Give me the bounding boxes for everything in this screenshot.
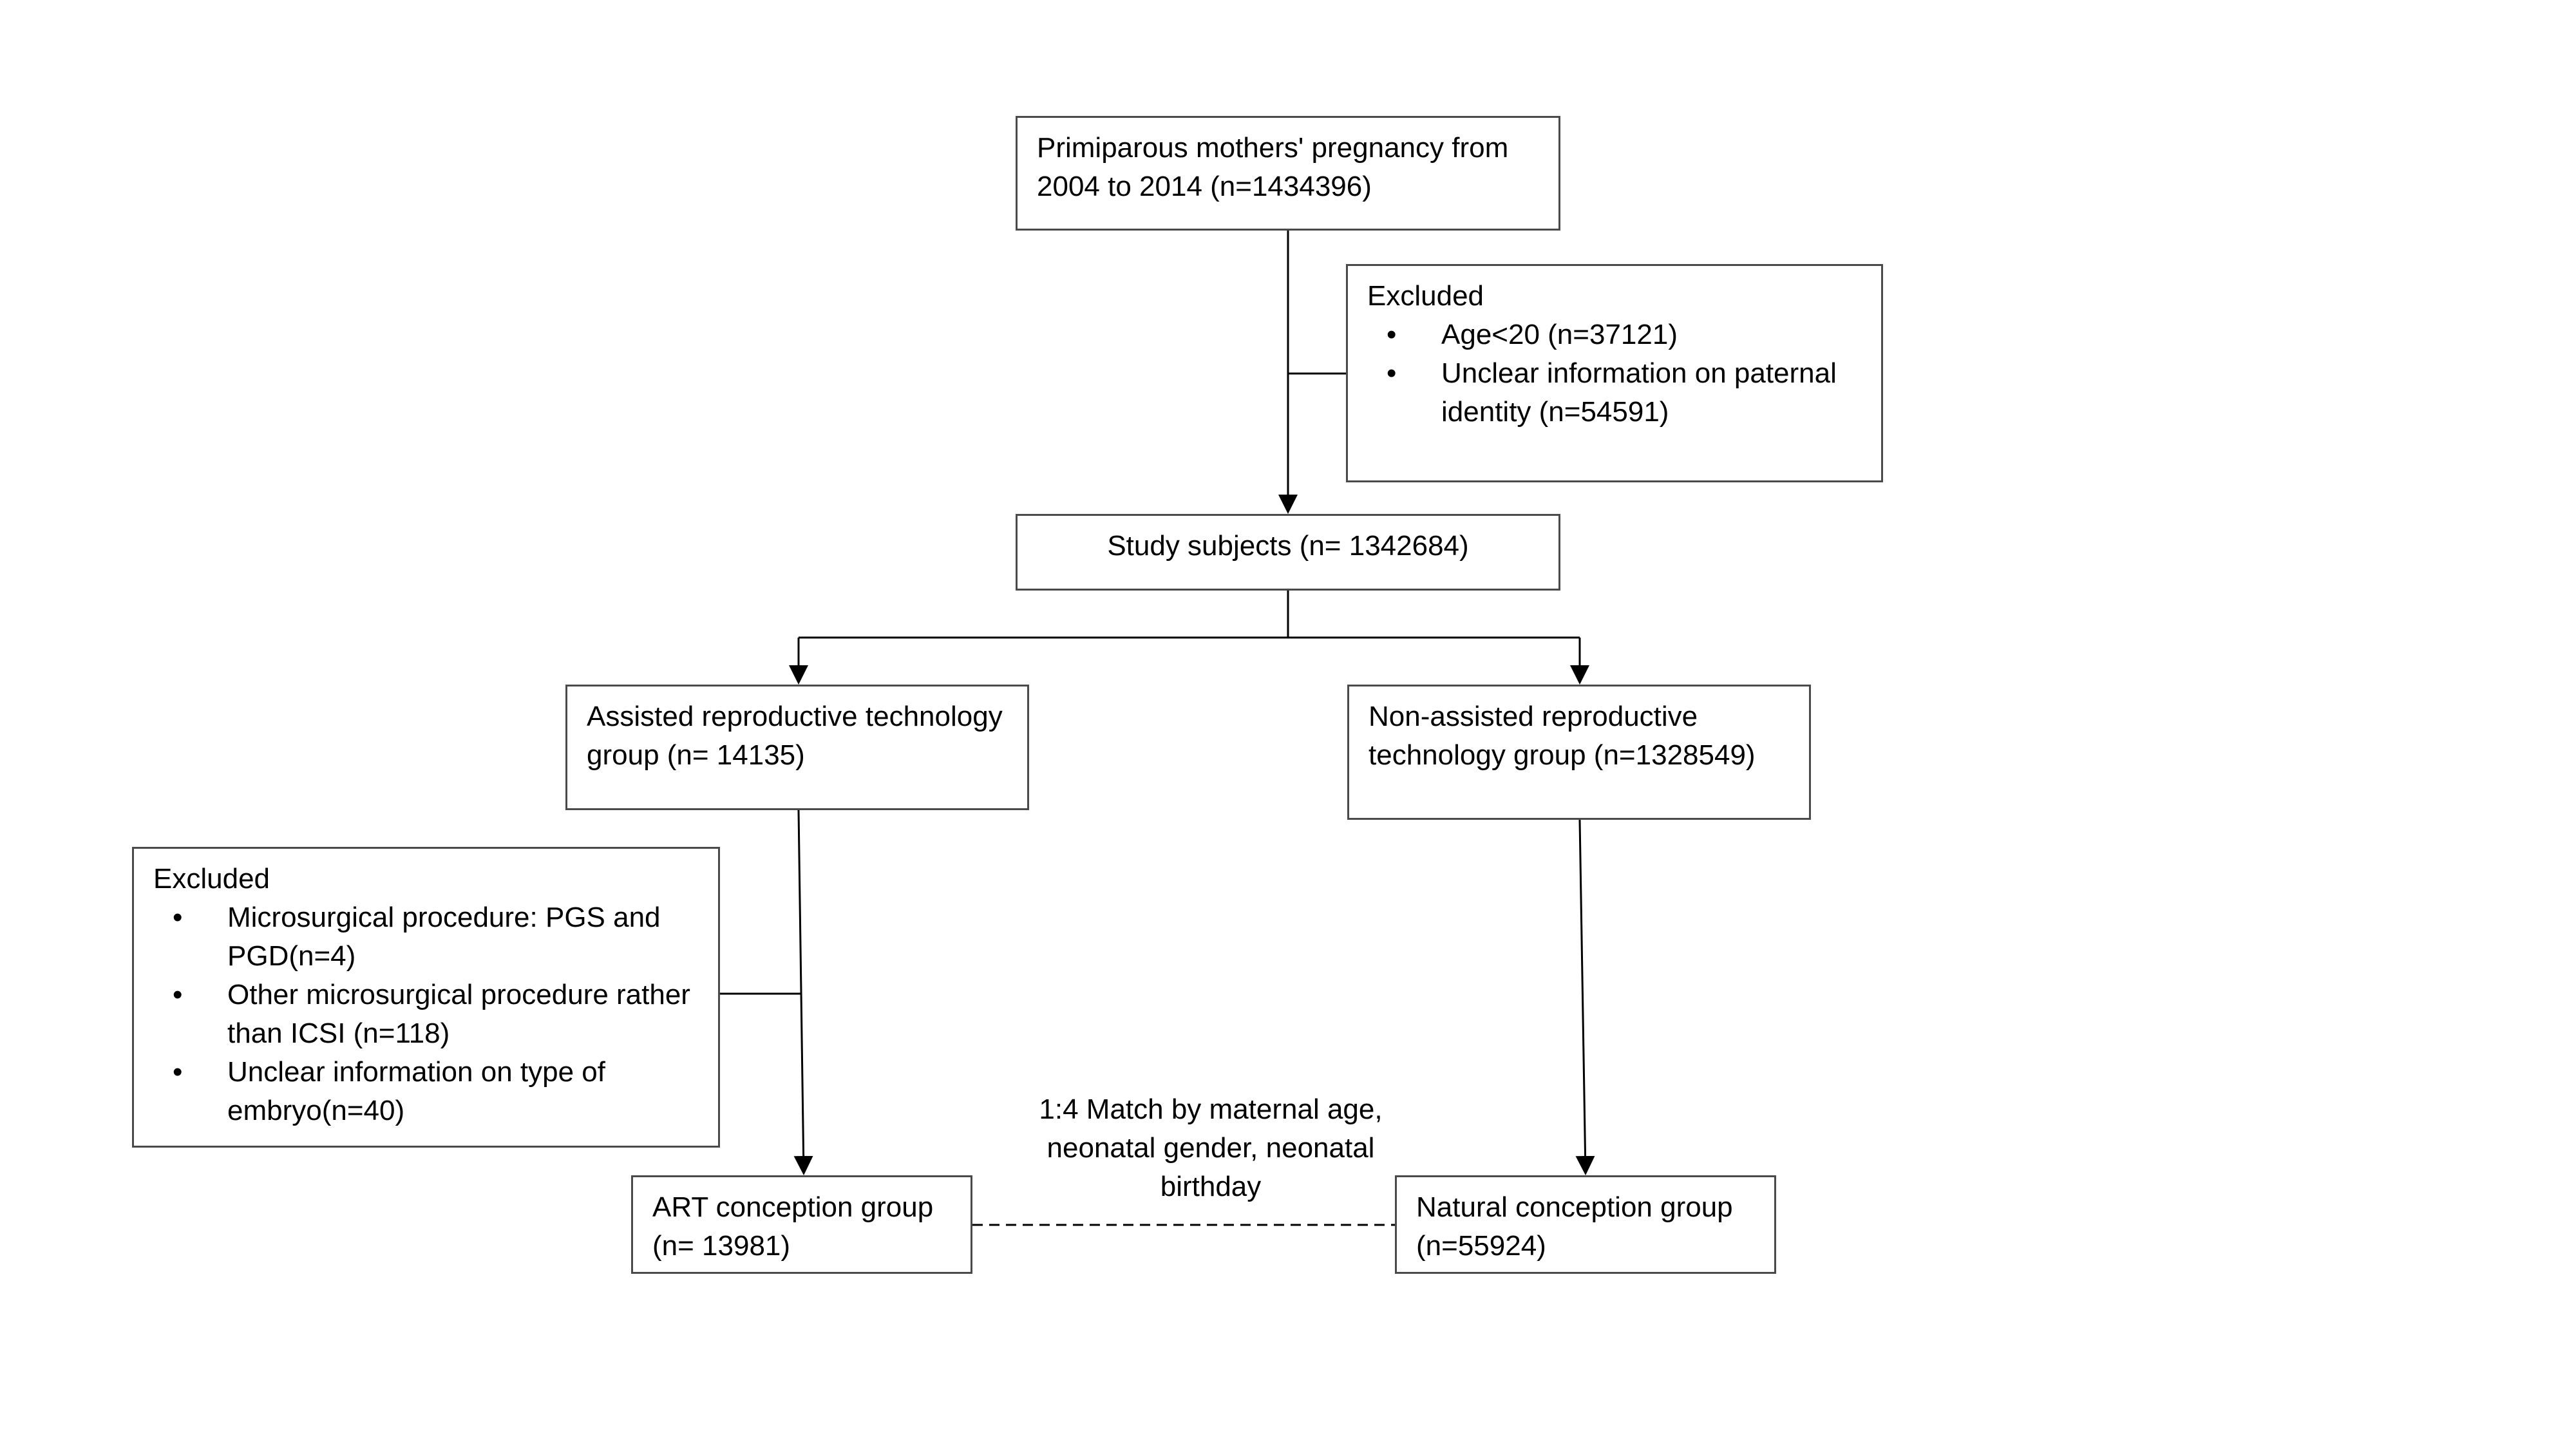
exclusion-1-title: Excluded (1367, 280, 1484, 312)
exclusion-box-1: Excluded Age<20 (n=37121) Unclear inform… (1346, 264, 1883, 482)
arrow-non-art-to-natural (1575, 819, 1595, 1175)
exclusion-2-title: Excluded (153, 863, 270, 895)
art-conception-box: ART conception group (n= 13981) (631, 1175, 972, 1274)
top-population-text: Primiparous mothers' pregnancy from 2004… (1037, 132, 1509, 202)
art-group-text: Assisted reproductive technology group (… (587, 701, 1003, 771)
exclusion-1-item: Unclear information on paternal identity… (1367, 354, 1862, 431)
exclusion-2-item: Microsurgical procedure: PGS and PGD(n=4… (153, 898, 699, 976)
match-label: 1:4 Match by maternal age, neonatal gend… (1039, 1094, 1383, 1202)
top-population-box: Primiparous mothers' pregnancy from 2004… (1016, 116, 1560, 231)
non-art-group-text: Non-assisted reproductive technology gro… (1368, 701, 1756, 771)
exclusion-1-item: Age<20 (n=37121) (1367, 316, 1862, 354)
exclusion-2-item: Unclear information on type of embryo(n=… (153, 1053, 699, 1130)
study-subjects-text: Study subjects (n= 1342684) (1107, 530, 1469, 562)
non-art-group-box: Non-assisted reproductive technology gro… (1347, 685, 1811, 820)
natural-conception-text: Natural conception group (n=55924) (1416, 1191, 1733, 1262)
art-conception-text: ART conception group (n= 13981) (652, 1191, 934, 1262)
exclusion-2-item: Other microsurgical procedure rather tha… (153, 976, 699, 1053)
arrow-art-to-conception (793, 810, 813, 1175)
exclusion-box-2: Excluded Microsurgical procedure: PGS an… (132, 847, 720, 1148)
art-group-box: Assisted reproductive technology group (… (565, 685, 1029, 810)
study-subjects-box: Study subjects (n= 1342684) (1016, 514, 1560, 591)
natural-conception-box: Natural conception group (n=55924) (1395, 1175, 1776, 1274)
